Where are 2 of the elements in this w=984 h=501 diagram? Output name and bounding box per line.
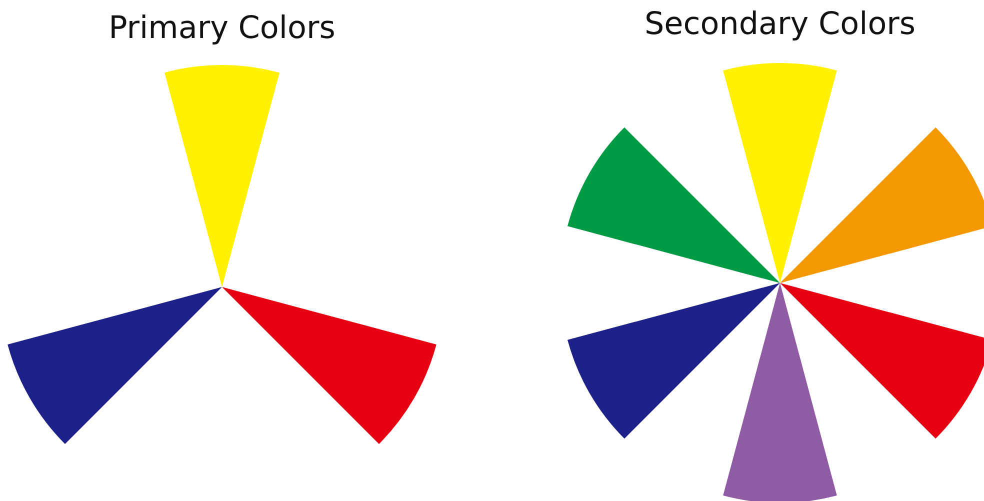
wheel-heading: Primary Colors [108,10,336,46]
wheel-heading: Secondary Colors [644,6,916,42]
